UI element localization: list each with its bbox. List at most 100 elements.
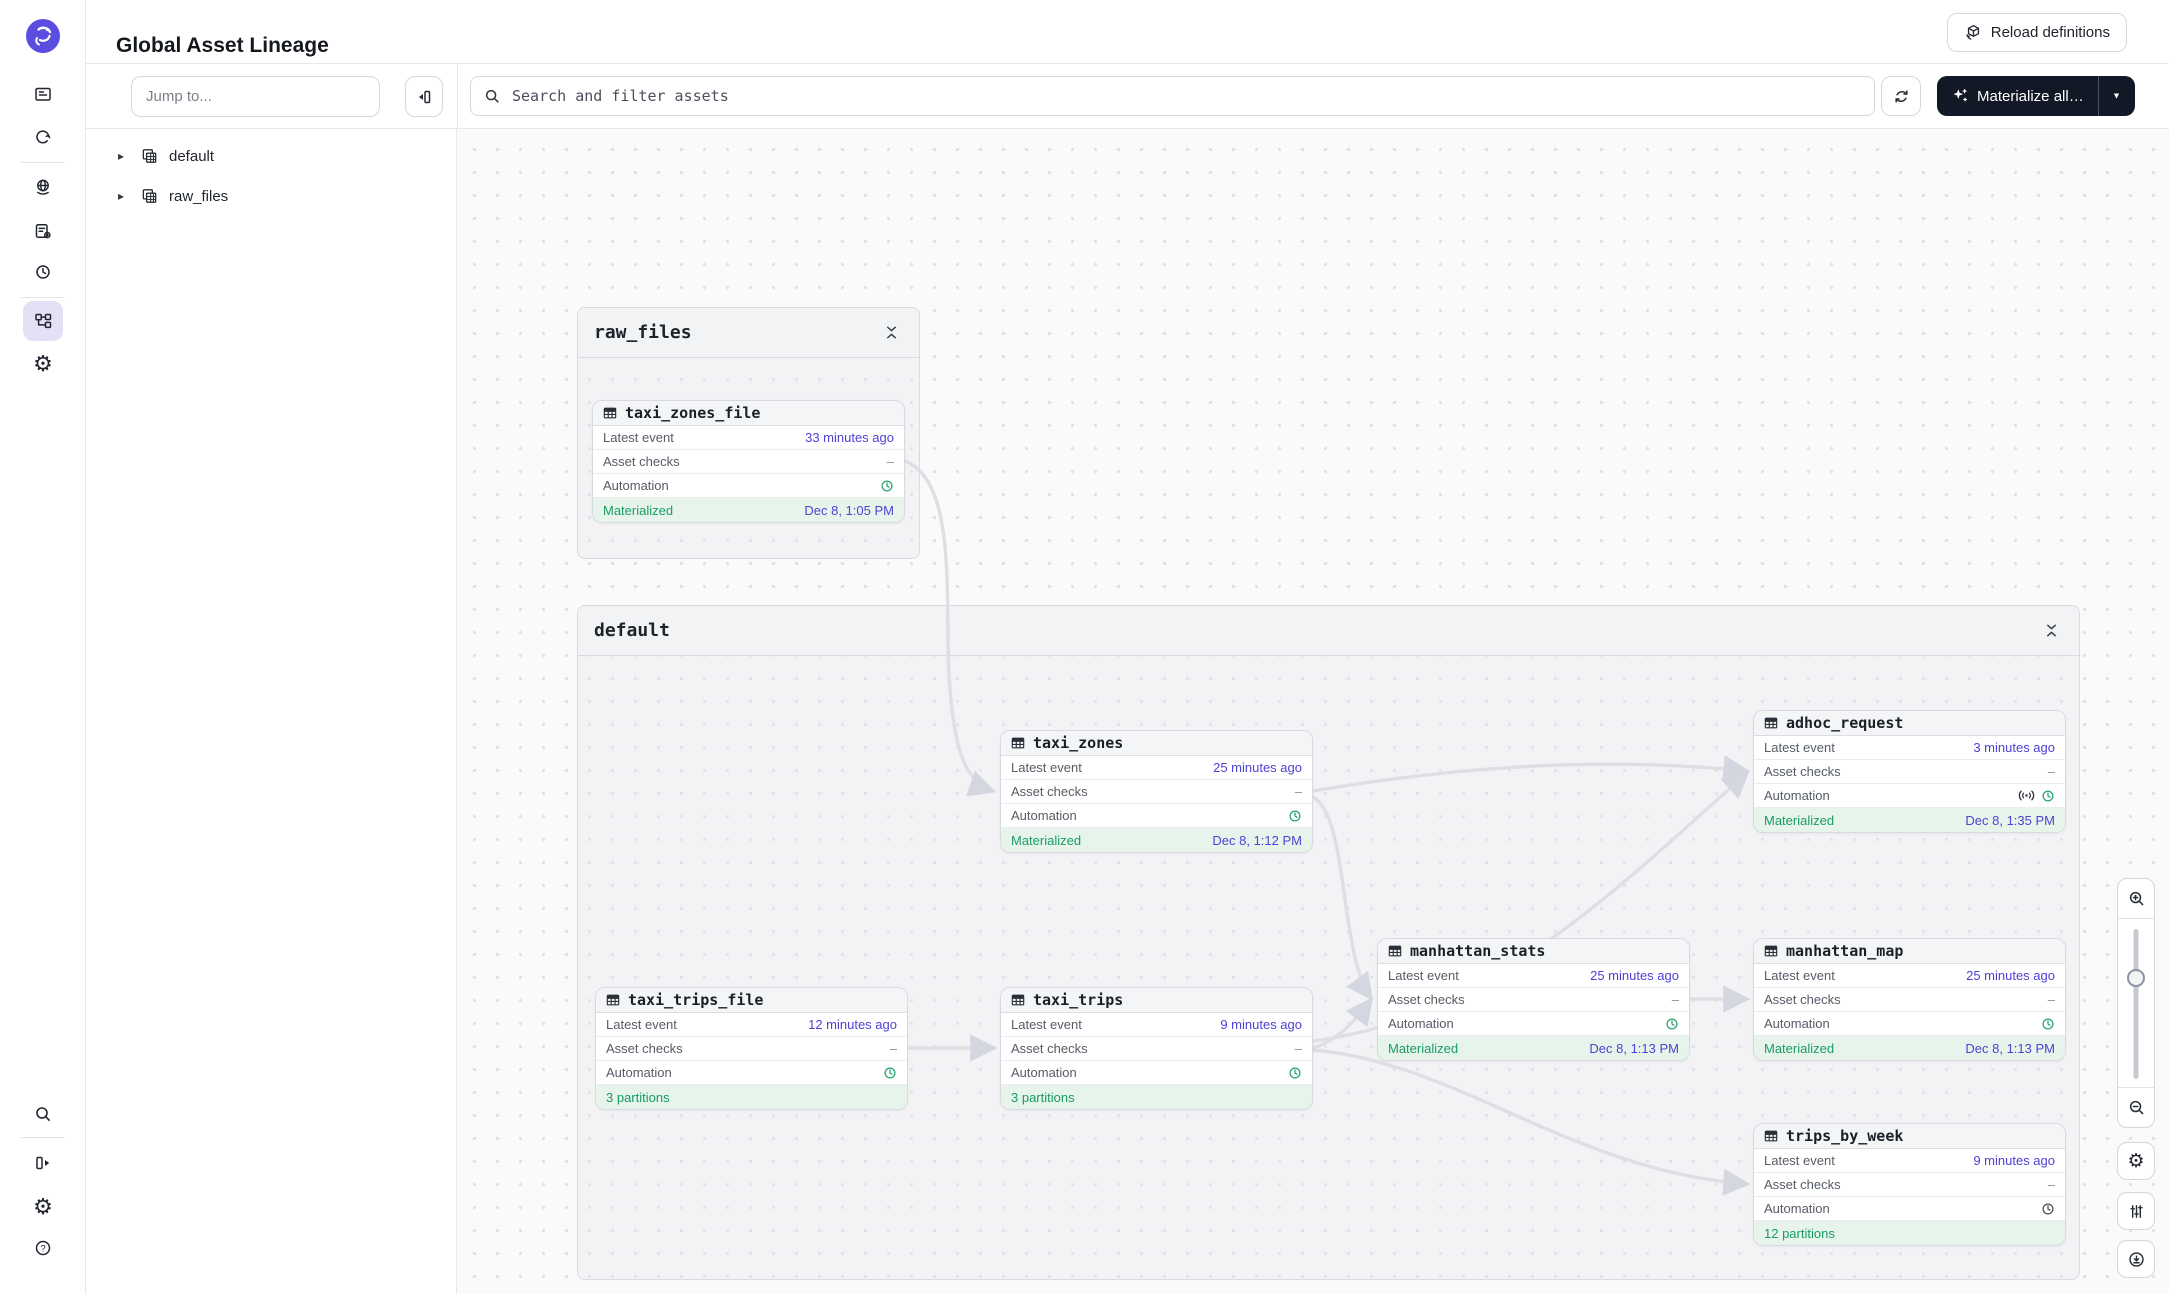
group-header[interactable]: raw_files xyxy=(578,308,919,358)
reload-definitions-button[interactable]: Reload definitions xyxy=(1946,13,2127,52)
status-row: 3 partitions xyxy=(1001,1085,1312,1109)
chevron-down-icon: ▼ xyxy=(2112,91,2122,101)
sidebar-item-default[interactable]: ▸ default xyxy=(86,136,456,176)
latest-event-value[interactable]: 9 minutes ago xyxy=(1973,1153,2055,1168)
caret-right-icon[interactable]: ▸ xyxy=(118,149,125,163)
materialized-timestamp[interactable]: Dec 8, 1:13 PM xyxy=(1589,1040,1679,1056)
latest-event-value[interactable]: 9 minutes ago xyxy=(1220,1017,1302,1032)
jump-to-input[interactable] xyxy=(131,76,380,117)
svg-text:?: ? xyxy=(40,1243,45,1254)
nav-catalog-icon[interactable] xyxy=(23,167,63,207)
nav-overview-icon[interactable] xyxy=(23,74,63,114)
zoom-slider-track[interactable] xyxy=(2133,929,2139,1079)
latest-event-value[interactable]: 12 minutes ago xyxy=(808,1017,897,1032)
search-input[interactable] xyxy=(510,86,1862,106)
collapse-group-icon[interactable] xyxy=(879,321,903,345)
materialized-timestamp[interactable]: Dec 8, 1:12 PM xyxy=(1212,832,1302,848)
automation-label: Automation xyxy=(1011,808,1077,823)
asset-card-header[interactable]: taxi_trips_file xyxy=(596,988,907,1013)
asset-card-header[interactable]: trips_by_week xyxy=(1754,1124,2065,1149)
graph-settings-button[interactable]: ⚙ xyxy=(2117,1142,2155,1180)
collapse-group-icon[interactable] xyxy=(2039,619,2063,643)
sidebar-item-raw-files[interactable]: ▸ raw_files xyxy=(86,176,456,216)
asset-card-header[interactable]: manhattan_stats xyxy=(1378,939,1689,964)
latest-event-row: Latest event 25 minutes ago xyxy=(1378,964,1689,988)
latest-event-value[interactable]: 25 minutes ago xyxy=(1213,760,1302,775)
latest-event-value[interactable]: 25 minutes ago xyxy=(1966,968,2055,983)
automation-icons[interactable] xyxy=(880,479,894,493)
zoom-in-button[interactable] xyxy=(2118,879,2154,919)
nav-schedules-icon[interactable] xyxy=(23,252,63,292)
latest-event-value[interactable]: 33 minutes ago xyxy=(805,430,894,445)
automation-icons[interactable] xyxy=(2041,1202,2055,1216)
materialized-timestamp[interactable]: Dec 8, 1:05 PM xyxy=(804,502,894,518)
latest-event-value[interactable]: 3 minutes ago xyxy=(1973,740,2055,755)
automation-icons[interactable] xyxy=(2018,789,2055,803)
caret-right-icon[interactable]: ▸ xyxy=(118,189,125,203)
asset-card-taxi_trips_file[interactable]: taxi_trips_file Latest event 12 minutes … xyxy=(595,987,908,1110)
graph-filters-button[interactable] xyxy=(2117,1192,2155,1230)
asset-card-header[interactable]: manhattan_map xyxy=(1754,939,2065,964)
asset-card-taxi_zones[interactable]: taxi_zones Latest event 25 minutes ago A… xyxy=(1000,730,1313,853)
latest-event-label: Latest event xyxy=(606,1017,677,1032)
help-icon[interactable]: ? xyxy=(23,1228,63,1268)
latest-event-label: Latest event xyxy=(1764,740,1835,755)
asset-card-adhoc_request[interactable]: adhoc_request Latest event 3 minutes ago… xyxy=(1753,710,2066,833)
partitions-label[interactable]: 3 partitions xyxy=(1011,1089,1075,1105)
materialized-timestamp[interactable]: Dec 8, 1:13 PM xyxy=(1965,1040,2055,1056)
materialized-label: Materialized xyxy=(1011,832,1082,848)
zoom-slider-handle[interactable] xyxy=(2127,969,2145,987)
expand-panel-icon[interactable] xyxy=(23,1143,63,1183)
automation-icons[interactable] xyxy=(2041,1017,2055,1031)
asset-card-header[interactable]: adhoc_request xyxy=(1754,711,2065,736)
partitions-label[interactable]: 3 partitions xyxy=(606,1089,670,1105)
automation-row: Automation xyxy=(593,474,904,498)
rail-search-icon[interactable] xyxy=(23,1094,63,1134)
collapse-sidebar-button[interactable] xyxy=(405,76,443,117)
asset-name: taxi_trips_file xyxy=(628,991,764,1009)
lineage-canvas[interactable]: raw_files default xyxy=(457,129,2169,1294)
automation-label: Automation xyxy=(606,1065,672,1080)
latest-event-row: Latest event 25 minutes ago xyxy=(1754,964,2065,988)
zoom-out-button[interactable] xyxy=(2118,1087,2154,1127)
materialized-timestamp[interactable]: Dec 8, 1:35 PM xyxy=(1965,812,2055,828)
automation-row: Automation xyxy=(596,1061,907,1085)
asset-card-manhattan_map[interactable]: manhattan_map Latest event 25 minutes ag… xyxy=(1753,938,2066,1061)
user-settings-icon[interactable]: ⚙ xyxy=(23,1187,63,1227)
nav-jobs-icon[interactable] xyxy=(23,211,63,251)
asset-search-bar[interactable] xyxy=(470,76,1875,116)
materialized-label: Materialized xyxy=(1764,812,1835,828)
asset-card-taxi_trips[interactable]: taxi_trips Latest event 9 minutes ago As… xyxy=(1000,987,1313,1110)
automation-icons[interactable] xyxy=(1665,1017,1679,1031)
asset-card-header[interactable]: taxi_trips xyxy=(1001,988,1312,1013)
automation-label: Automation xyxy=(1764,788,1830,803)
materialize-all-caret[interactable]: ▼ xyxy=(2097,76,2135,116)
automation-icons[interactable] xyxy=(1288,809,1302,823)
status-row: 3 partitions xyxy=(596,1085,907,1109)
asset-checks-label: Asset checks xyxy=(1764,764,1841,779)
latest-event-value[interactable]: 25 minutes ago xyxy=(1590,968,1679,983)
partitions-label[interactable]: 12 partitions xyxy=(1764,1225,1835,1241)
refresh-button[interactable] xyxy=(1881,76,1921,116)
asset-card-trips_by_week[interactable]: trips_by_week Latest event 9 minutes ago… xyxy=(1753,1123,2066,1246)
group-header[interactable]: default xyxy=(578,606,2079,656)
materialize-all-button[interactable]: Materialize all… xyxy=(1937,76,2098,116)
asset-card-header[interactable]: taxi_zones_file xyxy=(593,401,904,426)
gear-icon: ⚙ xyxy=(33,351,53,376)
dagster-logo[interactable] xyxy=(23,16,63,56)
automation-clock-icon xyxy=(1288,1066,1302,1080)
asset-card-manhattan_stats[interactable]: manhattan_stats Latest event 25 minutes … xyxy=(1377,938,1690,1061)
automation-icons[interactable] xyxy=(883,1066,897,1080)
rail-divider xyxy=(21,1137,65,1138)
asset-card-taxi_zones_file[interactable]: taxi_zones_file Latest event 33 minutes … xyxy=(592,400,905,523)
nav-deployment-icon[interactable]: ⚙ xyxy=(23,344,63,384)
nav-lineage-icon[interactable] xyxy=(23,301,63,341)
asset-card-header[interactable]: taxi_zones xyxy=(1001,731,1312,756)
asset-checks-value: – xyxy=(1671,992,1679,1007)
automation-icons[interactable] xyxy=(1288,1066,1302,1080)
asset-checks-label: Asset checks xyxy=(1764,1177,1841,1192)
zoom-slider[interactable] xyxy=(2118,919,2154,1087)
download-icon xyxy=(2128,1251,2144,1267)
download-graph-button[interactable] xyxy=(2117,1240,2155,1278)
nav-runs-icon[interactable] xyxy=(23,117,63,157)
